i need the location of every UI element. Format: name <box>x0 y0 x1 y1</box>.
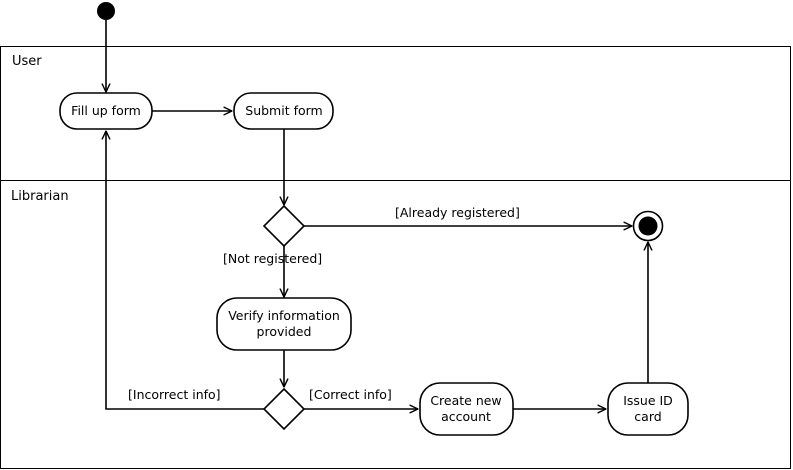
verification-decision <box>262 387 306 431</box>
verify-label-line1: Verify information <box>228 308 340 323</box>
action-verify-information: Verify information provided <box>216 297 352 351</box>
final-node <box>632 210 664 242</box>
issue-label-line1: Issue ID <box>623 393 673 408</box>
guard-not-registered: [Not registered] <box>223 251 322 266</box>
librarian-swimlane <box>0 180 791 469</box>
guard-already-registered: [Already registered] <box>395 205 520 220</box>
registration-decision <box>262 204 306 248</box>
submit-form-label: Submit form <box>245 103 322 118</box>
verify-label-line2: provided <box>257 324 312 339</box>
edge-incorrect-to-fill <box>106 131 264 410</box>
librarian-lane-label: Librarian <box>11 189 69 204</box>
action-issue-id-card: Issue ID card <box>607 382 689 436</box>
user-lane-label: User <box>12 54 42 69</box>
create-label-line1: Create new <box>430 393 501 408</box>
create-label-line2: account <box>441 409 491 424</box>
guard-incorrect-info: [Incorrect info] <box>128 387 221 402</box>
fill-up-form-label: Fill up form <box>71 103 141 118</box>
guard-correct-info: [Correct info] <box>309 387 392 402</box>
action-fill-up-form: Fill up form <box>59 92 153 130</box>
action-submit-form: Submit form <box>233 92 334 130</box>
action-create-account: Create new account <box>419 382 514 436</box>
issue-label-line2: card <box>634 409 661 424</box>
initial-node <box>97 2 115 20</box>
